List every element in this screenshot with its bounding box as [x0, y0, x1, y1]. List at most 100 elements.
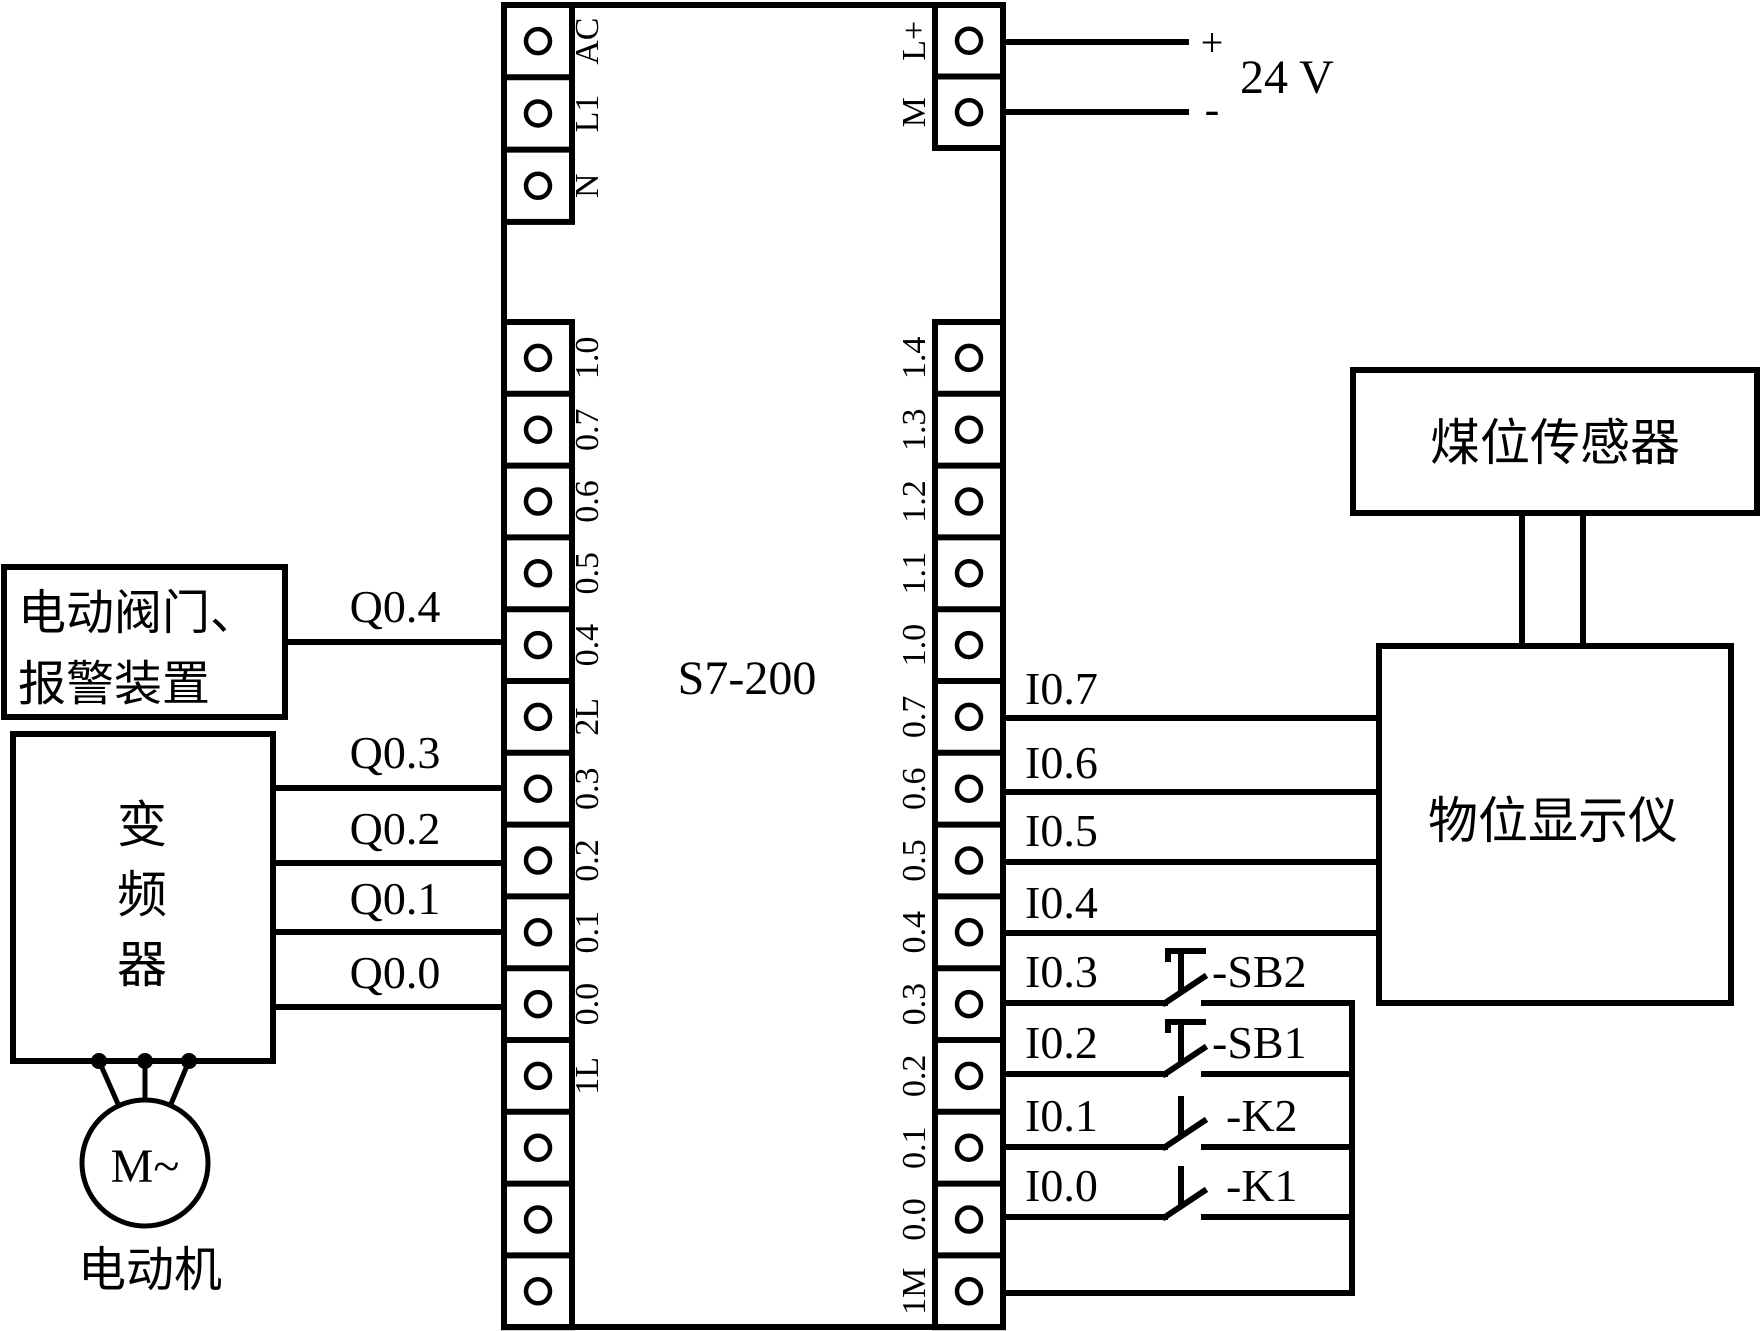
terminal-screw[interactable] [954, 918, 984, 947]
terminal-screw[interactable] [954, 846, 984, 875]
terminal-screw[interactable] [954, 26, 984, 55]
terminal-label: 0.3 [896, 983, 933, 1026]
motor-label: 电动机 [78, 1242, 222, 1298]
terminal-label: L+ [896, 21, 933, 61]
terminal-label: 0.5 [569, 552, 606, 595]
terminal-label: 0.2 [569, 839, 606, 882]
switch-blade [1160, 972, 1209, 1008]
plc-model-label: S7-200 [678, 652, 817, 705]
device-label: -K1 [1226, 1160, 1298, 1211]
terminal-screw[interactable] [954, 630, 984, 660]
terminal-label: 0.1 [896, 1126, 933, 1169]
motor: M~ 电动机 [78, 1053, 222, 1298]
terminal-screw[interactable] [523, 343, 553, 373]
display-label: 物位显示仪 [1428, 792, 1678, 850]
terminal-screw[interactable] [523, 774, 553, 803]
terminal-screw[interactable] [523, 415, 553, 444]
terminal-screw[interactable] [523, 487, 553, 516]
signal-label-i0-5: I0.5 [1025, 805, 1098, 856]
power-terminal-strip-right: L+ M [896, 2, 1006, 151]
terminal-screw[interactable] [954, 415, 984, 444]
vfd-label-char-3: 器 [117, 936, 167, 994]
supply-plus-sign: + [1201, 20, 1224, 65]
terminal-screw[interactable] [523, 1133, 553, 1162]
valve-alarm-device: 电动阀门、 报警装置 Q0.4 [1, 564, 507, 720]
terminal-label: 1.2 [896, 480, 933, 523]
terminal-screw[interactable] [523, 1205, 553, 1234]
switch-blade [1160, 1116, 1209, 1152]
switch-blade [1160, 1186, 1209, 1222]
terminal-label: AC [569, 18, 606, 65]
terminal-label: 0.0 [896, 1198, 933, 1241]
switch-row-sb1: I0.2 -SB1 [1000, 1017, 1355, 1079]
terminal-label: 0.7 [569, 408, 606, 451]
vfd-label-char-2: 频 [117, 866, 167, 924]
terminal-screw[interactable] [954, 343, 984, 373]
terminal-label: 0.6 [896, 767, 933, 810]
switch-row-sb2: I0.3 -SB2 [1000, 946, 1355, 1008]
terminal-screw[interactable] [954, 1133, 984, 1162]
terminal-screw[interactable] [954, 98, 984, 127]
terminal-label: 0.6 [569, 480, 606, 523]
coal-level-sensor: 煤位传感器 [1350, 367, 1760, 649]
signal-label-q0-3: Q0.3 [350, 727, 441, 778]
device-label: -K2 [1226, 1090, 1298, 1141]
valve-alarm-label-line2: 报警装置 [18, 656, 210, 712]
supply-minus-sign: - [1205, 85, 1220, 134]
switch-row-k2: I0.1 -K2 [1000, 1090, 1355, 1152]
device-label: -SB2 [1212, 946, 1307, 997]
terminal-label: 1.1 [896, 552, 933, 595]
input-terminal-strip: 1.41.31.21.11.00.70.60.50.40.30.20.10.01… [896, 319, 1006, 1331]
terminal-screw[interactable] [954, 774, 984, 803]
switch-blade [1160, 1043, 1209, 1079]
terminal-label: 0.0 [569, 983, 606, 1026]
terminal-label: 1M [896, 1268, 933, 1315]
terminal-screw[interactable] [523, 630, 553, 660]
signal-label: I0.1 [1025, 1090, 1098, 1141]
vfd-label-char-1: 变 [117, 796, 167, 854]
signal-label-q0-1: Q0.1 [350, 873, 441, 924]
terminal-screw[interactable] [954, 559, 984, 588]
terminal-screw[interactable] [523, 171, 553, 200]
terminal-label: 0.4 [569, 624, 606, 667]
supply-voltage-label: 24 V [1240, 51, 1334, 104]
terminal-screw[interactable] [954, 1277, 984, 1306]
signal-label-i0-4: I0.4 [1025, 877, 1098, 928]
terminal-screw[interactable] [523, 99, 553, 128]
motor-symbol-circle [79, 1097, 211, 1229]
signal-label: I0.2 [1025, 1017, 1098, 1068]
terminal-label: 0.5 [896, 839, 933, 882]
terminal-label: L1 [569, 95, 606, 133]
terminal-screw[interactable] [954, 1061, 984, 1091]
common-return [1000, 1000, 1355, 1296]
terminal-screw[interactable] [954, 1205, 984, 1234]
signal-label: I0.3 [1025, 946, 1098, 997]
terminal-label: M [896, 97, 933, 127]
sensor-label: 煤位传感器 [1430, 414, 1680, 472]
terminal-screw[interactable] [523, 702, 553, 732]
terminal-label: 1L [569, 1057, 606, 1095]
terminal-screw[interactable] [523, 1061, 553, 1091]
terminal-screw[interactable] [523, 1277, 553, 1306]
terminal-label: 0.3 [569, 767, 606, 810]
terminal-screw[interactable] [523, 989, 553, 1019]
terminal-screw[interactable] [954, 989, 984, 1019]
terminal-screw[interactable] [523, 918, 553, 947]
terminal-label: 0.7 [896, 696, 933, 739]
signal-label-q0-0: Q0.0 [350, 947, 441, 998]
terminal-label: 1.0 [896, 624, 933, 667]
terminal-screw[interactable] [523, 26, 553, 56]
terminal-label: 0.1 [569, 911, 606, 954]
terminal-screw[interactable] [954, 702, 984, 732]
terminal-strips: ACL1NL+M1.00.70.60.50.42L0.30.20.10.01L1… [501, 2, 1006, 1331]
terminal-screw[interactable] [954, 487, 984, 516]
motor-symbol-text: M~ [111, 1140, 180, 1193]
supply-24v: + - 24 V [1000, 20, 1334, 134]
terminal-screw[interactable] [523, 559, 553, 588]
device-label: -SB1 [1212, 1017, 1307, 1068]
terminal-screw[interactable] [523, 846, 553, 875]
terminal-label: 1.0 [569, 337, 606, 380]
